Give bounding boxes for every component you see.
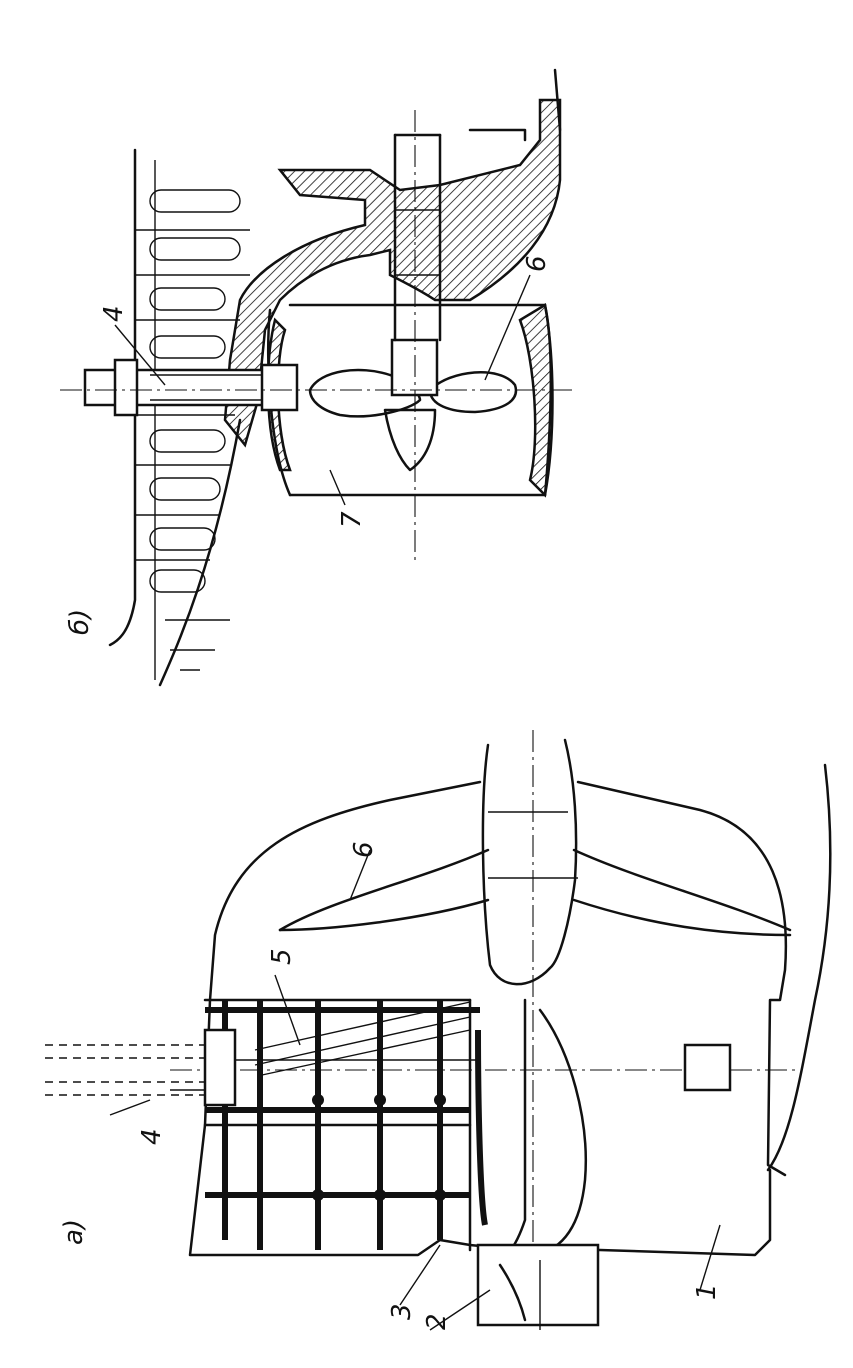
casting-section [223, 98, 562, 448]
callout-4-b: 4 [99, 305, 129, 322]
view-a-letter: а) [59, 1219, 89, 1245]
rudder-stock-b [83, 358, 299, 417]
callout-4-a: 4 [137, 1128, 167, 1145]
labels: а) 1 2 3 4 5 6 б) 4 6 7 [59, 255, 722, 1330]
shaft-b [393, 133, 442, 342]
top-bracket [468, 68, 562, 142]
aux-unit [468, 998, 600, 1330]
callout-7: 7 [337, 511, 367, 528]
callout-2: 2 [422, 1313, 452, 1330]
leaders-b [114, 274, 531, 506]
callout-1: 1 [692, 1283, 722, 1300]
hull-curve [766, 763, 832, 1172]
rudder-stock [45, 1044, 210, 1096]
nozzle-and-propeller-b [266, 302, 554, 498]
shaft-5 [254, 1001, 471, 1076]
leaders-a [109, 849, 721, 1331]
propeller-a [278, 738, 792, 986]
callout-6-b: 6 [522, 255, 552, 272]
callout-3: 3 [387, 1303, 417, 1320]
view-b-letter: б) [65, 609, 95, 635]
callout-6-a: 6 [349, 841, 379, 858]
rudder-frame [203, 998, 732, 1250]
hull-frame-b [108, 148, 250, 687]
view-b-drawing [60, 68, 575, 687]
view-a-drawing [45, 730, 832, 1331]
rudder-outline [188, 780, 788, 1257]
callout-5: 5 [267, 948, 297, 965]
